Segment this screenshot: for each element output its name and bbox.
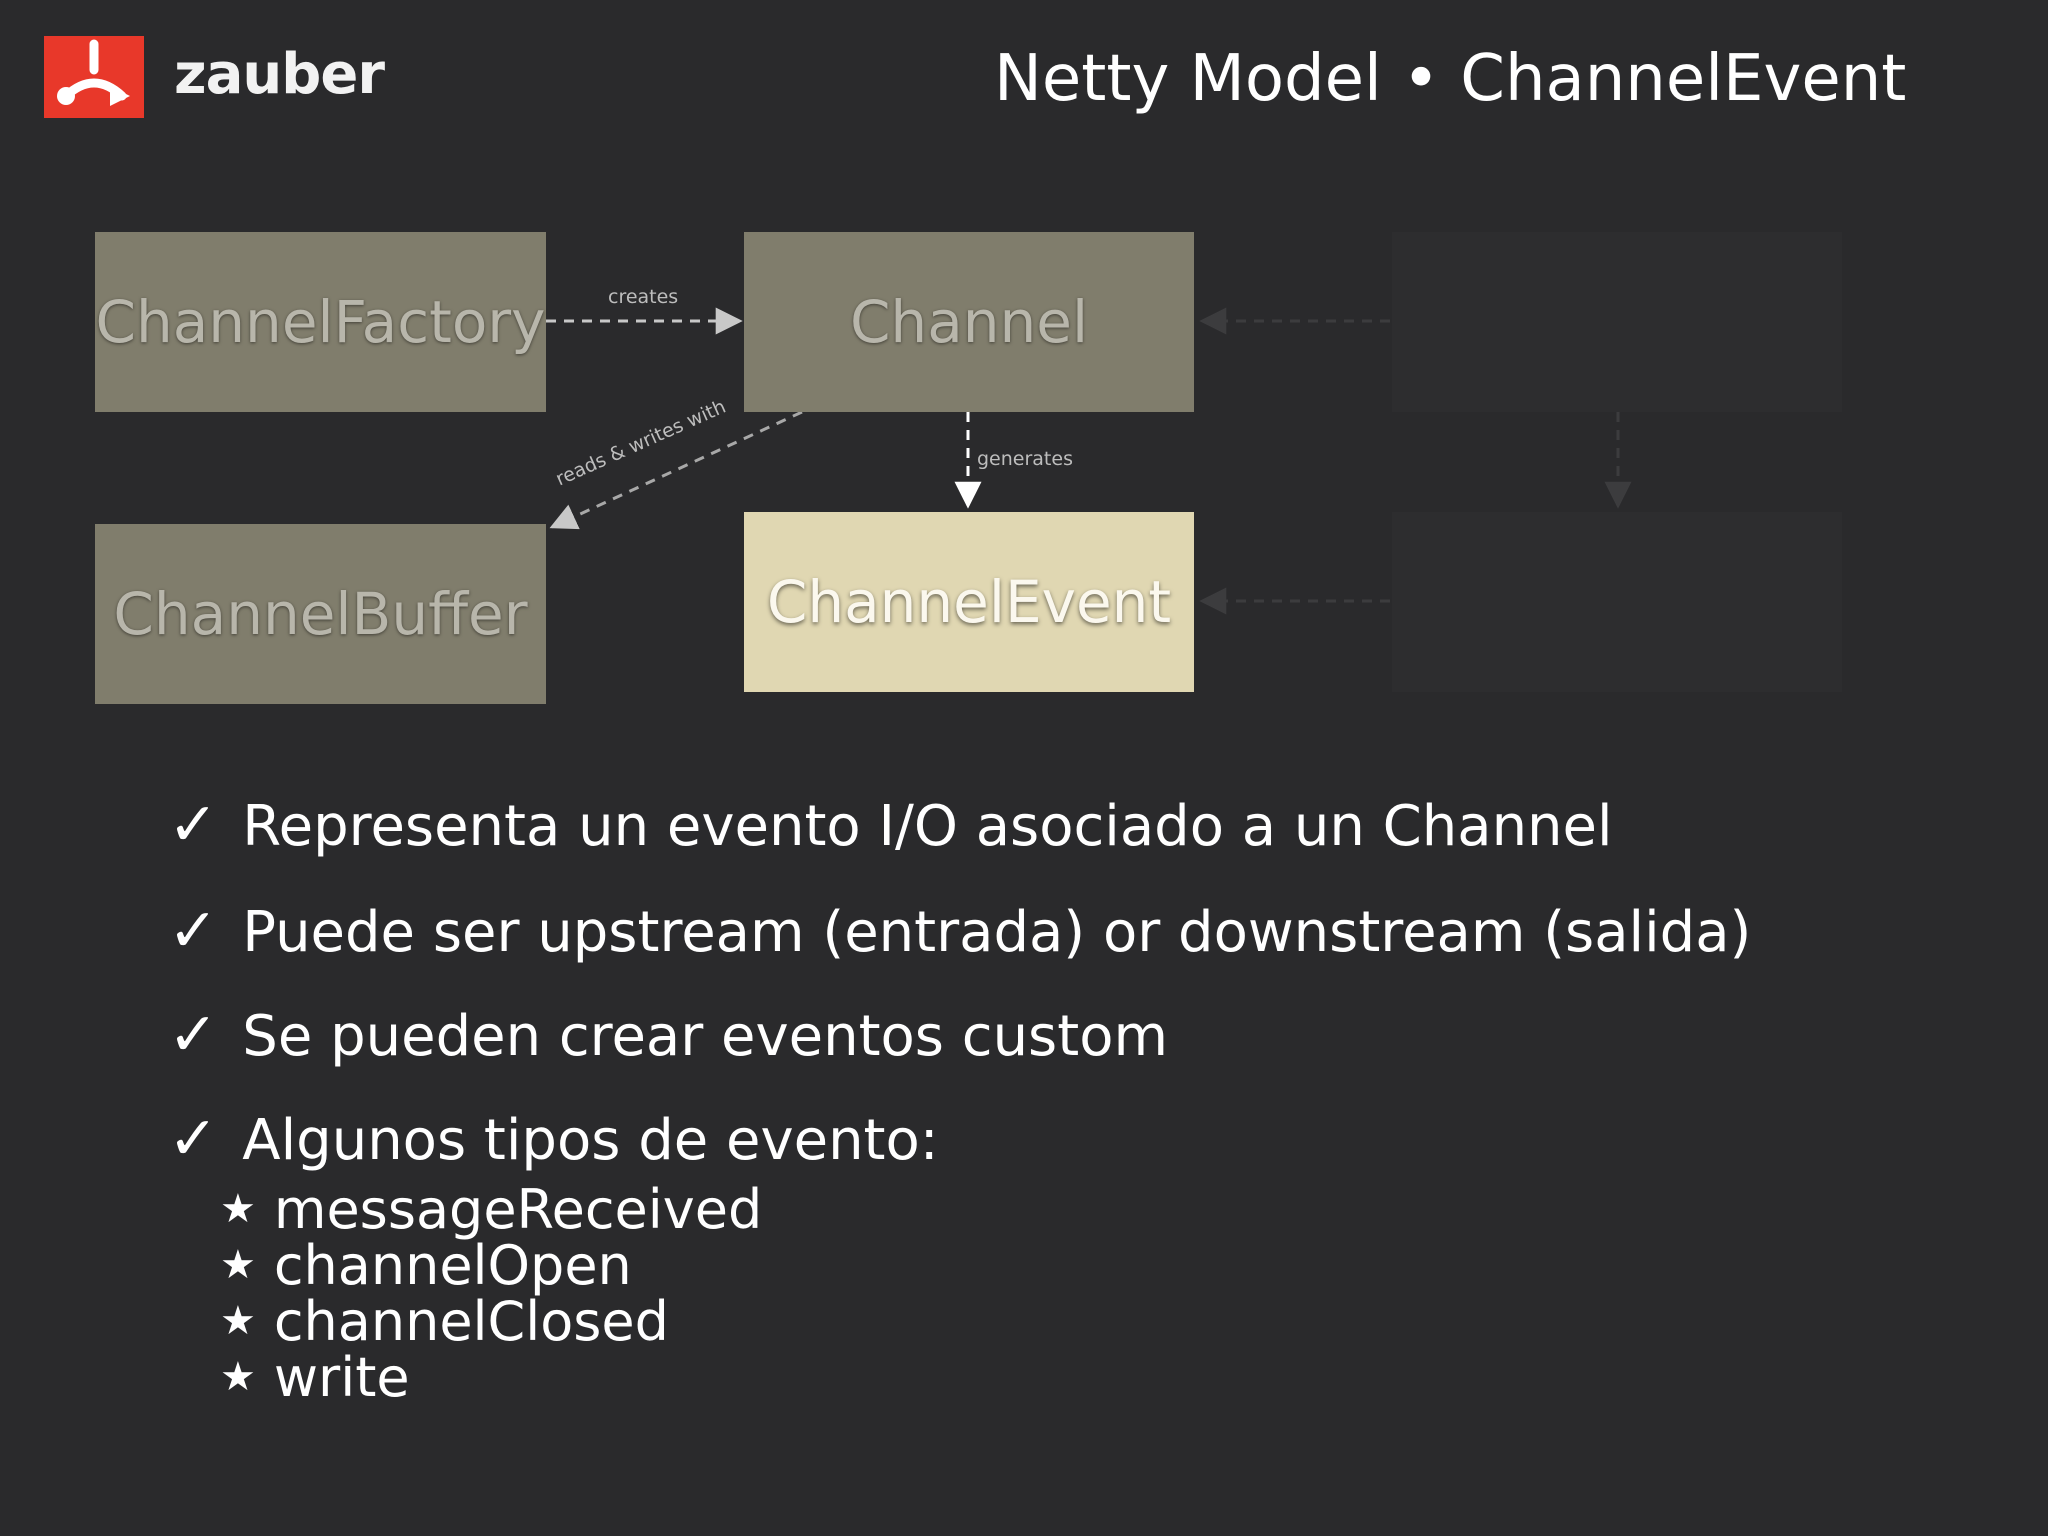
event-type-text: channelClosed xyxy=(273,1290,669,1353)
brand-name: zauber xyxy=(174,42,385,107)
event-type-item: ★ messageReceived xyxy=(220,1178,762,1241)
diagram-connectors xyxy=(546,307,1632,615)
slide-title: Netty Model • ChannelEvent xyxy=(994,42,1907,116)
star-icon: ★ xyxy=(220,1242,256,1288)
bullet-text: Representa un evento I/O asociado a un C… xyxy=(242,794,1613,859)
bullet-text: Puede ser upstream (entrada) or downstre… xyxy=(242,900,1752,965)
node-channel-factory: ChannelFactory xyxy=(95,232,546,412)
checkmark-icon: ✓ xyxy=(168,1104,219,1174)
bullet-item: ✓ Se pueden crear eventos custom xyxy=(168,1000,1168,1070)
edge-reads-writes-line xyxy=(549,410,803,530)
node-channel-buffer: ChannelBuffer xyxy=(95,524,546,704)
zauber-logo-icon xyxy=(44,36,144,118)
event-type-text: channelOpen xyxy=(273,1234,632,1297)
bullet-text: Algunos tipos de evento: xyxy=(242,1108,939,1173)
star-icon: ★ xyxy=(220,1186,256,1232)
ghost-node-top xyxy=(1392,232,1842,412)
bullet-text: Se pueden crear eventos custom xyxy=(242,1004,1169,1069)
event-type-item: ★ write xyxy=(220,1346,410,1409)
checkmark-icon: ✓ xyxy=(168,1000,219,1070)
checkmark-icon: ✓ xyxy=(168,790,219,860)
ghost-node-bottom xyxy=(1392,512,1842,692)
bullet-item: ✓ Algunos tipos de evento: xyxy=(168,1104,939,1174)
logo-mark-icon xyxy=(57,39,130,106)
checkmark-icon: ✓ xyxy=(168,896,219,966)
event-type-text: write xyxy=(273,1346,410,1409)
node-channel: Channel xyxy=(744,232,1194,412)
star-icon: ★ xyxy=(220,1354,256,1400)
node-channel-event: ChannelEvent xyxy=(744,512,1194,692)
edge-label-generates: generates xyxy=(977,448,1073,470)
star-icon: ★ xyxy=(220,1298,256,1344)
bullet-item: ✓ Representa un evento I/O asociado a un … xyxy=(168,790,1613,860)
edge-label-creates: creates xyxy=(608,286,679,308)
event-type-item: ★ channelClosed xyxy=(220,1290,669,1353)
event-type-item: ★ channelOpen xyxy=(220,1234,632,1297)
bullet-item: ✓ Puede ser upstream (entrada) or downstr… xyxy=(168,896,1751,966)
event-type-text: messageReceived xyxy=(273,1178,763,1241)
